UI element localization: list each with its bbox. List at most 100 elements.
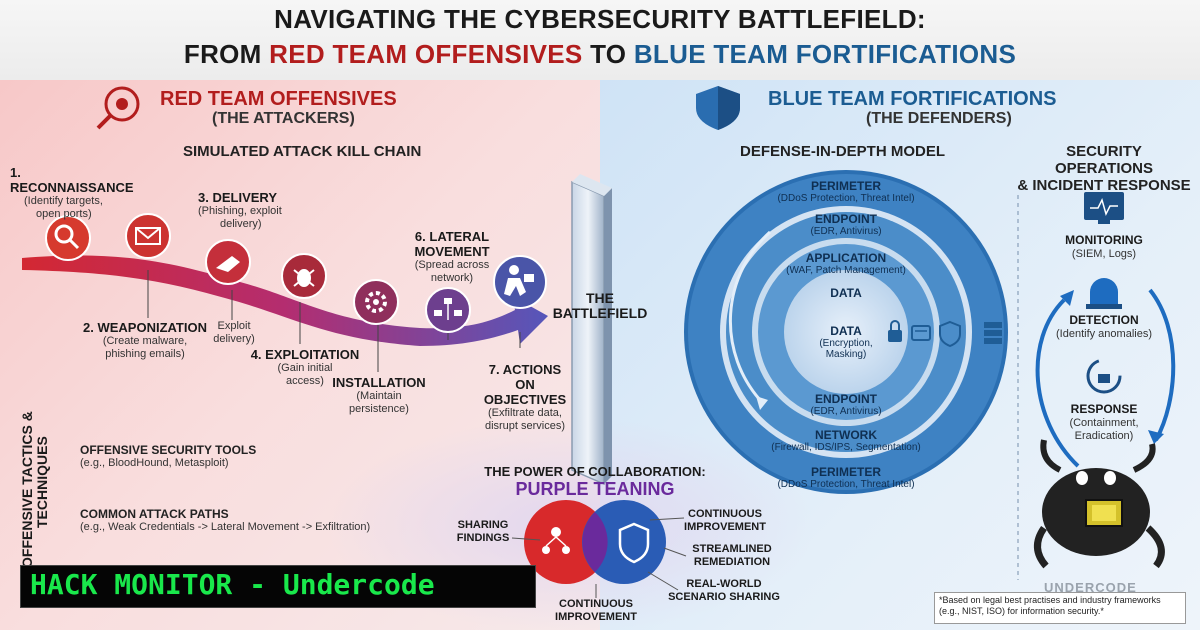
- offensive-tools: OFFENSIVE SECURITY TOOLS (e.g., BloodHou…: [80, 443, 256, 470]
- ring-title: APPLICATION: [805, 251, 887, 265]
- purple-label-line: SHARING: [457, 519, 509, 531]
- collaboration-heading: THE POWER OF COLLABORATION: PURPLE TEANI…: [470, 464, 720, 500]
- weaponization-icon: [125, 213, 171, 259]
- ring-desc: Masking): [825, 349, 867, 360]
- step-desc: (Identify targets,: [24, 195, 103, 207]
- soc-heading: SECURITY OPERATIONS & INCIDENT RESPONSE: [1016, 143, 1192, 194]
- ring-application: APPLICATION (WAF, Patch Management): [776, 251, 916, 276]
- step-desc: (Exfiltrate data,: [488, 407, 562, 419]
- soc-detection: DETECTION (Identify anomalies): [1044, 313, 1164, 341]
- ring-desc: (Encryption,: [819, 338, 873, 349]
- step-installation: INSTALLATION (Maintain persistence): [328, 375, 430, 416]
- step-title: OBJECTIVES: [483, 392, 567, 407]
- step-desc: network): [430, 272, 474, 284]
- step-desc: (Gain initial: [277, 362, 333, 374]
- hacker-octopus-mascot-icon: [1034, 439, 1165, 569]
- step-desc: phishing emails): [105, 348, 185, 360]
- continuous-improvement-right: CONTINUOUS IMPROVEMENT: [680, 508, 770, 534]
- kill-chain-heading: SIMULATED ATTACK KILL CHAIN: [183, 143, 422, 160]
- step-title: 3. DELIVERY: [198, 190, 277, 205]
- step-desc: access): [286, 375, 324, 387]
- defense-in-depth-heading: DEFENSE-IN-DEPTH MODEL: [740, 143, 946, 160]
- battlefield-glass-panel: [571, 174, 612, 486]
- step-desc: (Spread across: [414, 259, 490, 271]
- battlefield-label: THE BATTLEFIELD: [548, 291, 652, 321]
- ring-desc: (DDoS Protection, Threat Intel): [777, 193, 915, 204]
- step-desc: delivery): [213, 333, 255, 345]
- soc-cycle-right-arrow: [1148, 288, 1176, 441]
- step-desc: open ports): [36, 208, 92, 220]
- watermark-text: HACK MONITOR - Undercode: [30, 568, 435, 601]
- step-desc: (Create malware,: [102, 335, 188, 347]
- soc-step-title: MONITORING: [1065, 233, 1143, 247]
- soc-step-title: DETECTION: [1069, 313, 1139, 327]
- footnote: *Based on legal best practises and indus…: [934, 592, 1186, 624]
- soc-heading-line: & INCIDENT RESPONSE: [1017, 177, 1191, 194]
- soc-step-desc: Eradication): [1074, 430, 1134, 442]
- ring-title: PERIMETER: [810, 179, 881, 193]
- ring-perimeter-top: PERIMETER (DDoS Protection, Threat Intel…: [760, 179, 932, 204]
- step-weaponization: 2. WEAPONIZATION (Create malware, phishi…: [80, 320, 210, 361]
- step-actions-on-objectives: 7. ACTIONS ON OBJECTIVES (Exfiltrate dat…: [470, 362, 580, 433]
- key-card-icon: [911, 325, 931, 341]
- red-team-subtitle: (THE ATTACKERS): [212, 110, 355, 127]
- purple-heading: THE POWER OF COLLABORATION:: [484, 464, 706, 479]
- step-desc: delivery): [220, 218, 262, 230]
- ring-perimeter-bottom: PERIMETER (DDoS Protection, Threat Intel…: [760, 465, 932, 490]
- ring-desc: (WAF, Patch Management): [786, 265, 906, 276]
- real-world-scenario-sharing: REAL-WORLD SCENARIO SHARING: [668, 578, 780, 604]
- undercode-logo-text: UNDERCODE: [1044, 580, 1137, 595]
- step-desc: (Maintain: [356, 390, 402, 402]
- target-search-icon: [96, 86, 140, 130]
- ring-data: DATA: [816, 286, 876, 300]
- soc-step-desc: (Identify anomalies): [1056, 328, 1152, 340]
- purple-label-line: CONTINUOUS: [688, 508, 762, 520]
- step-title: 1. RECONNAISSANCE: [10, 165, 134, 195]
- purple-label-line: REMEDIATION: [693, 556, 771, 568]
- blue-team-title: BLUE TEAM FORTIFICATIONS: [768, 88, 1057, 110]
- purple-label-line: IMPROVEMENT: [684, 521, 766, 533]
- soc-heading-line: SECURITY OPERATIONS: [1054, 143, 1154, 177]
- purple-title: PURPLE TEANING: [515, 479, 675, 499]
- purple-label-line: SCENARIO SHARING: [668, 591, 780, 603]
- purple-label-line: CONTINUOUS: [559, 598, 633, 610]
- exploit-delivery-label: Exploit delivery): [206, 320, 262, 346]
- installation-icon: [353, 279, 399, 325]
- main-title-line-1: NAVIGATING THE CYBERSECURITY BATTLEFIELD…: [274, 4, 926, 34]
- exploitation-icon: [281, 253, 327, 299]
- step-title: 2. WEAPONIZATION: [83, 320, 207, 335]
- ring-title: ENDPOINT: [814, 392, 877, 406]
- ring-title: DATA: [830, 324, 862, 338]
- soc-response: RESPONSE (Containment, Eradication): [1044, 402, 1164, 443]
- title-prefix: FROM: [183, 39, 270, 69]
- title-red-part: RED TEAM OFFENSIVES: [269, 39, 583, 69]
- defense-shield-icon: [618, 522, 650, 564]
- defense-in-depth-rings: [684, 170, 1008, 494]
- red-team-title: RED TEAM OFFENSIVES: [160, 88, 397, 110]
- paths-title: COMMON ATTACK PATHS: [80, 507, 229, 521]
- ring-title: ENDPOINT: [814, 212, 877, 226]
- purple-label-line: REAL-WORLD: [686, 578, 762, 590]
- vertical-label-line: OFFENSIVE TACTICS &: [19, 411, 35, 568]
- ring-data-core: DATA (Encryption, Masking): [806, 324, 886, 360]
- purple-label-line: FINDINGS: [456, 532, 510, 544]
- ring-desc: (DDoS Protection, Threat Intel): [777, 479, 915, 490]
- shield-small-icon: [939, 320, 961, 348]
- step-desc: (Phishing, exploit: [198, 205, 282, 217]
- ring-title: PERIMETER: [810, 465, 881, 479]
- title-mid: TO: [582, 39, 634, 69]
- battlefield-label-line: THE: [586, 290, 614, 306]
- lock-icon: [888, 320, 902, 342]
- step-title: ON: [515, 377, 535, 392]
- step-delivery: 3. DELIVERY (Phishing, exploit delivery): [198, 190, 308, 231]
- paths-desc: (e.g., Weak Credentials -> Lateral Movem…: [80, 521, 371, 533]
- step-desc: disrupt services): [484, 420, 566, 432]
- monitor-icon: [1084, 192, 1124, 224]
- watermark-banner: [20, 565, 536, 608]
- soc-step-desc: (SIEM, Logs): [1071, 248, 1137, 260]
- streamlined-remediation: STREAMLINED REMEDIATION: [684, 543, 780, 569]
- actions-on-objectives-icon: [493, 255, 547, 309]
- kill-chain-arrow: [22, 255, 548, 346]
- ring-title: DATA: [830, 286, 862, 300]
- offensive-tactics-vertical-label: OFFENSIVE TACTICS & TECHNIQUES: [19, 398, 50, 568]
